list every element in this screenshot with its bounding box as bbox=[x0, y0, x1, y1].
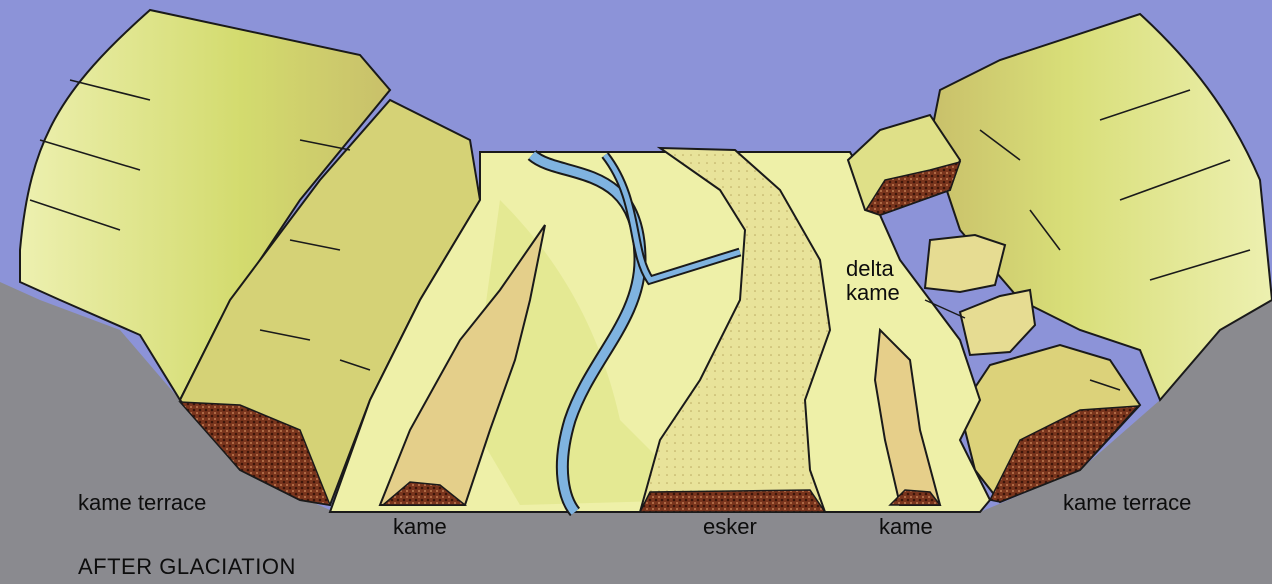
label-esker: esker bbox=[703, 516, 757, 538]
figure-caption: AFTER GLACIATION bbox=[78, 556, 296, 578]
esker-section bbox=[640, 490, 825, 512]
delta-kame-block-upper bbox=[925, 235, 1005, 292]
label-kame-right: kame bbox=[879, 516, 933, 538]
label-kame-terrace-right: kame terrace bbox=[1063, 492, 1191, 514]
label-kame-left: kame bbox=[393, 516, 447, 538]
label-delta-kame-line1: delta bbox=[846, 258, 894, 280]
label-delta-kame-line2: kame bbox=[846, 282, 900, 304]
label-kame-terrace-left: kame terrace bbox=[78, 492, 206, 514]
